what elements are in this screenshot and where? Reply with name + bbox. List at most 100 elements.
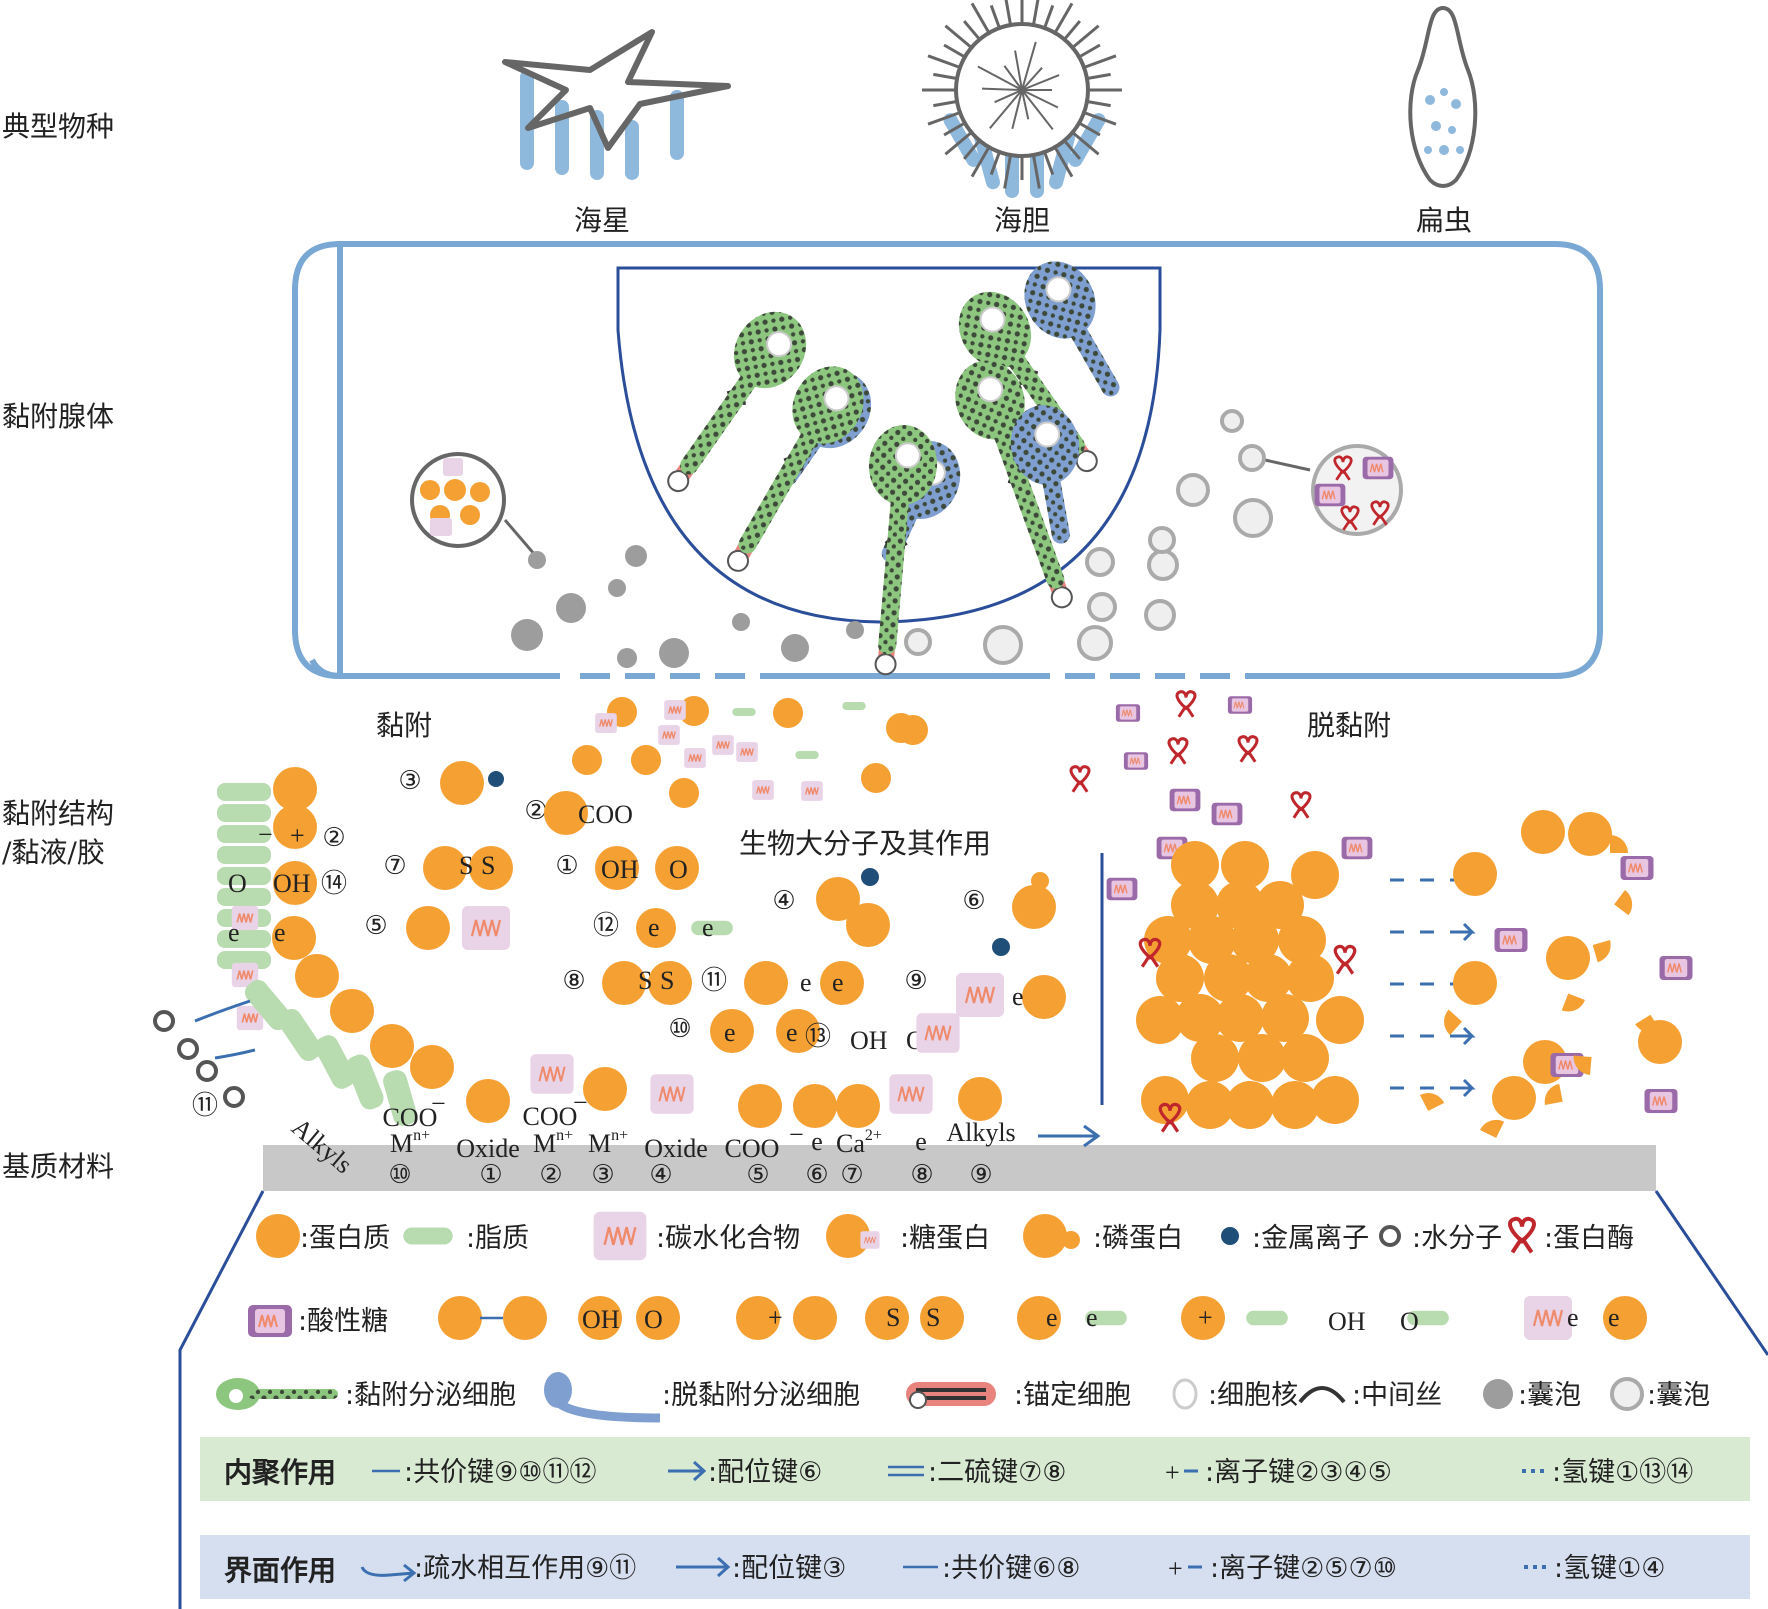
substrate-interaction-number: ⑤ (746, 1160, 769, 1190)
protein-icon (503, 1296, 547, 1340)
inner-spine (1003, 65, 1023, 91)
acid-sugar-icon (1105, 877, 1139, 901)
inner-spine (1021, 41, 1037, 91)
protein-icon (440, 761, 484, 805)
cohesion-band (200, 1437, 1750, 1501)
ion-plus: + (1165, 1458, 1180, 1487)
phospho-cap (1031, 872, 1049, 890)
species-sea-urchin-label: 海胆 (994, 204, 1050, 237)
hydroxyl-label: OH (601, 855, 639, 884)
interaction-number: ⑬ (805, 1022, 831, 1052)
spine (1061, 20, 1081, 42)
spine (1052, 144, 1074, 178)
protein-icon (1278, 916, 1326, 964)
gland-vesicles (511, 409, 1273, 668)
spine (1003, 152, 1013, 189)
row-label-species: 典型物种 (2, 110, 114, 143)
e-label: e (724, 1018, 736, 1047)
protein-icon (466, 1079, 510, 1123)
protein-icon (648, 961, 692, 1005)
spine (1061, 138, 1081, 160)
acid-sugar-icon (1643, 1088, 1679, 1114)
legend-row1-label: :脂质 (466, 1223, 529, 1254)
gland-frame (337, 241, 1603, 679)
hydroxyl-label: OH (850, 1026, 888, 1055)
interaction-number: ⑩ (668, 1014, 691, 1044)
protein-icon (1156, 954, 1204, 1002)
legend-row3-label: :锚定细胞 (1014, 1380, 1131, 1411)
ion-plus: + (1198, 1303, 1213, 1332)
interaction-number: ② (524, 796, 547, 826)
cohesion-label: :配位键⑥ (708, 1457, 822, 1488)
secretory-cell (667, 311, 807, 493)
e-label: e (1608, 1303, 1620, 1332)
carbohydrate-icon (595, 713, 617, 733)
protein-icon (544, 791, 588, 835)
vesicle-icon (608, 579, 626, 597)
interaction-number: ⑪ (192, 1091, 218, 1121)
spine (1070, 129, 1100, 156)
de-adhesive-cell-icon (544, 1372, 661, 1423)
protein-icon (631, 745, 661, 775)
cell-neck-granules (1070, 324, 1120, 397)
legend-row3-label: :脱黏附分泌细胞 (662, 1380, 860, 1411)
vesicle-icon (1238, 444, 1266, 472)
protein-icon (370, 1024, 414, 1068)
legend-row1-label: :蛋白酶 (1544, 1223, 1634, 1254)
carbohydrate-icon (712, 735, 734, 755)
lipid-icon (217, 804, 271, 822)
biomacro-label: 生物大分子及其作用 (739, 827, 991, 860)
protein-icon (958, 1077, 1002, 1121)
substrate-interaction-number: ⑨ (969, 1160, 992, 1190)
vesicle-icon (556, 593, 586, 623)
protein-fragment (1635, 1014, 1660, 1033)
protein-icon (744, 961, 788, 1005)
metal-ion-icon (861, 868, 879, 886)
spine (944, 24, 974, 51)
cohesion-label: :二硫键⑦⑧ (928, 1457, 1067, 1488)
legend-row1-label: :水分子 (1412, 1223, 1502, 1254)
vesicle-icon (781, 634, 809, 662)
de-adhesive-vesicle-zoom (1264, 444, 1403, 536)
interaction-number: ⑭ (321, 869, 347, 899)
legend-row3-label: :黏附分泌细胞 (345, 1380, 516, 1411)
vesicle-icon (1077, 625, 1113, 661)
inner-spine (989, 89, 1023, 129)
spine (944, 129, 974, 156)
adhesion-label: 黏附 (376, 709, 432, 742)
inner-spine (1021, 74, 1060, 91)
hydrophobic-arrow (194, 999, 251, 1023)
interface-band (200, 1535, 1750, 1599)
protein-icon (438, 1296, 482, 1340)
sea-urchin-icon (922, 0, 1122, 198)
acid-sugar-icon (1168, 788, 1202, 812)
hydroxyl-label: OH (273, 869, 311, 898)
e-label: e (832, 968, 844, 997)
interaction-number: ⑧ (562, 966, 585, 996)
protein-icon (738, 1084, 782, 1128)
protein-icon (1261, 994, 1309, 1042)
e-label: e (1567, 1303, 1579, 1332)
lipid-icon (217, 846, 271, 864)
protein-icon (1216, 994, 1264, 1042)
protein-icon (1176, 994, 1224, 1042)
ion-plus: + (1168, 1554, 1183, 1583)
vesicle-icon (732, 613, 750, 631)
hydroxyl-label: OH (1328, 1307, 1366, 1336)
oxygen-label: O (644, 1305, 663, 1334)
substrate-interaction-number: ② (539, 1160, 562, 1190)
protein-icon (1311, 1076, 1359, 1124)
lipid-icon (217, 867, 271, 885)
inner-spine (1021, 89, 1059, 109)
protein-icon (273, 767, 317, 811)
protein-icon (469, 846, 513, 890)
anchor-cell-icon (906, 1382, 996, 1409)
vesicle-icon (1233, 498, 1273, 538)
interaction-number: ① (555, 851, 578, 881)
charge-minus: − (789, 1120, 804, 1149)
spine (1042, 149, 1055, 176)
lipid-icon (314, 1035, 356, 1089)
adhesive-vesicle-zoom (410, 452, 537, 556)
carbohydrate-icon (658, 725, 680, 745)
protein-icon (406, 906, 450, 950)
